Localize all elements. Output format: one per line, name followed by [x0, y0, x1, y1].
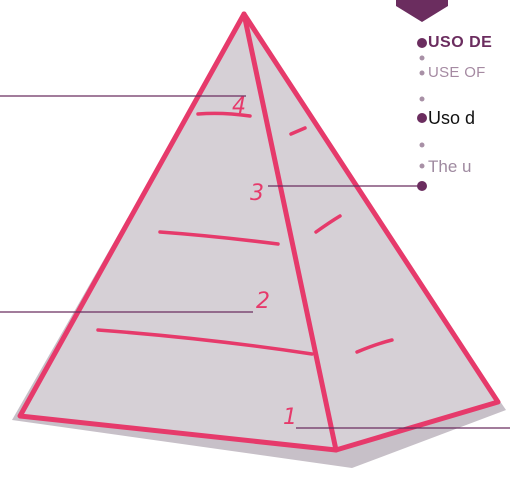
pyramid-front-edge — [241, 11, 339, 453]
timeline-dot — [417, 181, 427, 191]
level-stroke-left-3 — [158, 230, 280, 246]
timeline-dot — [419, 96, 425, 102]
timeline-dot — [419, 142, 425, 148]
top-marker-shape — [396, 0, 448, 22]
timeline-dot — [417, 38, 427, 48]
timeline-dot — [419, 55, 425, 61]
timeline-dot — [417, 113, 427, 123]
side-body-text: Uso d — [428, 108, 476, 128]
level-stroke-left-2 — [96, 328, 314, 356]
side-muted-text: The u — [428, 157, 472, 176]
level-stroke-right-3 — [314, 214, 342, 234]
level-label-3: 3 — [250, 181, 264, 206]
level-label-2: 2 — [256, 289, 270, 314]
level-stroke-right-4 — [289, 126, 307, 136]
side-subheading: USE OF — [428, 64, 486, 81]
level-stroke-right-2 — [355, 338, 394, 354]
level-label-1: 1 — [283, 405, 297, 430]
side-heading: USO DE — [428, 34, 493, 51]
timeline-dot — [419, 163, 425, 169]
level-label-4: 4 — [232, 94, 246, 119]
level-stroke-left-4 — [196, 111, 252, 118]
timeline-dot — [419, 70, 425, 76]
pyramid-right-face — [244, 14, 498, 450]
